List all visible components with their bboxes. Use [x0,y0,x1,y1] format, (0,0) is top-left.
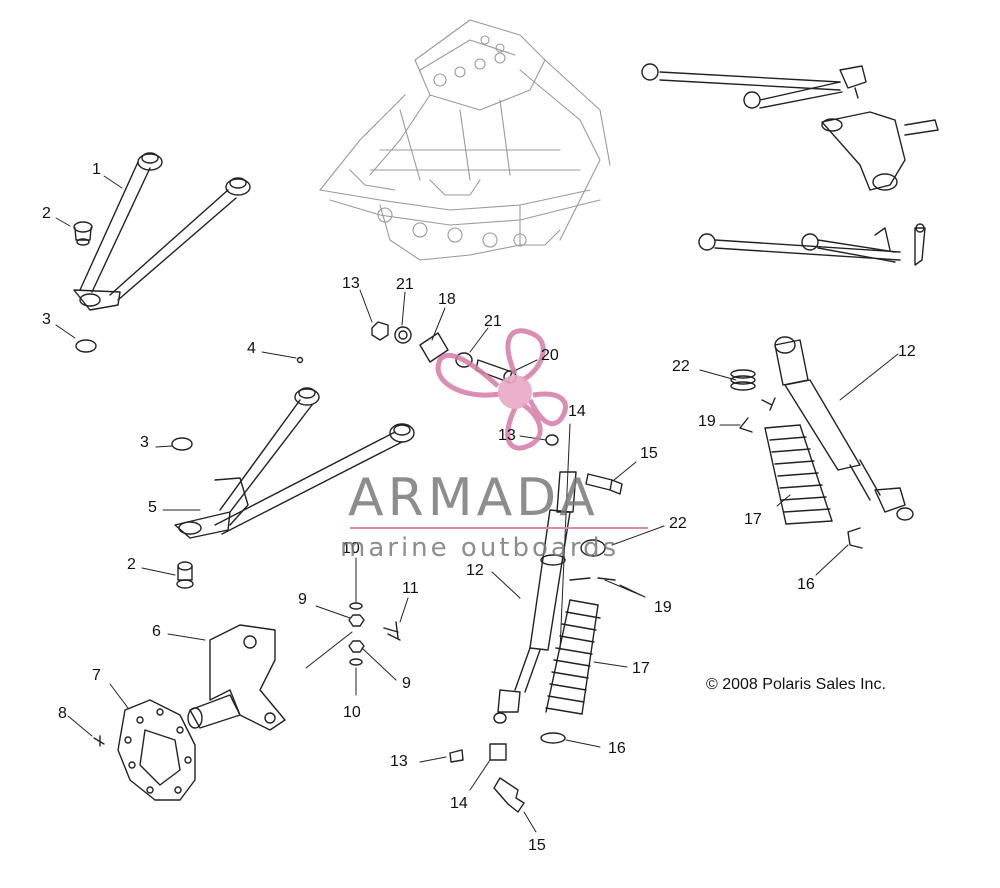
shock-front [493,471,577,724]
callout-5: 5 [148,499,157,516]
callout-21: 21 [396,276,414,293]
callout-1: 1 [92,161,101,178]
callout-15: 15 [528,837,546,854]
ball-joint-upper [73,221,93,246]
callout-8: 8 [58,705,67,722]
callout-2: 2 [42,205,51,222]
spring-clip-rear [847,527,863,549]
callout-2: 2 [127,556,136,573]
callout-18: 18 [438,291,456,308]
spring-front [545,599,601,715]
callout-11: 11 [402,580,419,597]
lower-a-arm [174,387,415,539]
spindle [187,624,286,731]
spring-keeper-front [569,577,616,581]
callout-19: 19 [698,413,716,430]
rear-lower-arm [698,223,926,266]
callout-15: 15 [640,445,658,462]
callout-12: 12 [466,562,484,579]
chassis-frame [319,19,611,261]
callout-4: 4 [247,340,256,357]
ball-joint-lower [176,561,194,589]
screw [93,735,105,747]
callout-22: 22 [672,358,690,375]
spring-retainer-front [580,539,606,557]
callout-20: 20 [541,347,559,364]
copyright-notice: © 2008 Polaris Sales Inc. [706,676,886,693]
callout-17: 17 [744,511,762,528]
bolt-upper [585,473,623,495]
shock-rear [774,336,914,521]
spring-keeper-rear [739,397,776,433]
upper-a-arm [73,152,251,311]
watermark-hub [498,375,532,409]
spring-retainer-rear [730,369,756,391]
brake-disc [117,699,196,801]
callout-17: 17 [632,660,650,677]
callout-13: 13 [342,275,360,292]
bushings [371,321,559,446]
callout-16: 16 [608,740,626,757]
retaining-ring-upper [75,339,97,353]
bushing-lower [489,743,507,761]
callout-3: 3 [42,311,51,328]
watermark-title: ARMADA [348,468,599,528]
callout-7: 7 [92,667,101,684]
bolt-lower [493,777,525,813]
callout-22: 22 [669,515,687,532]
hardware-stack [348,602,401,666]
rear-upper-arm [641,63,867,109]
callout-12: 12 [898,343,916,360]
leader-lines [55,175,899,833]
callout-13: 13 [390,753,408,770]
callout-6: 6 [152,623,161,640]
callout-19: 19 [654,599,672,616]
callout-13: 13 [498,427,516,444]
bushing-cap [449,749,464,763]
callout-9: 9 [402,675,411,692]
grease-fitting [296,356,304,364]
rear-knuckle [821,111,939,191]
washer-front [540,732,566,744]
watermark-underline [350,527,648,529]
callout-21: 21 [484,313,502,330]
callout-14: 14 [568,403,586,420]
callout-14: 14 [450,795,468,812]
watermark-subtitle: marine outboards [340,533,620,563]
callout-16: 16 [797,576,815,593]
retaining-ring-lower [171,437,193,451]
callout-10: 10 [342,540,360,557]
watermark-propeller [435,328,568,451]
callout-3: 3 [140,434,149,451]
callout-9: 9 [298,591,307,608]
callout-10: 10 [343,704,361,721]
spring-rear [764,424,833,525]
